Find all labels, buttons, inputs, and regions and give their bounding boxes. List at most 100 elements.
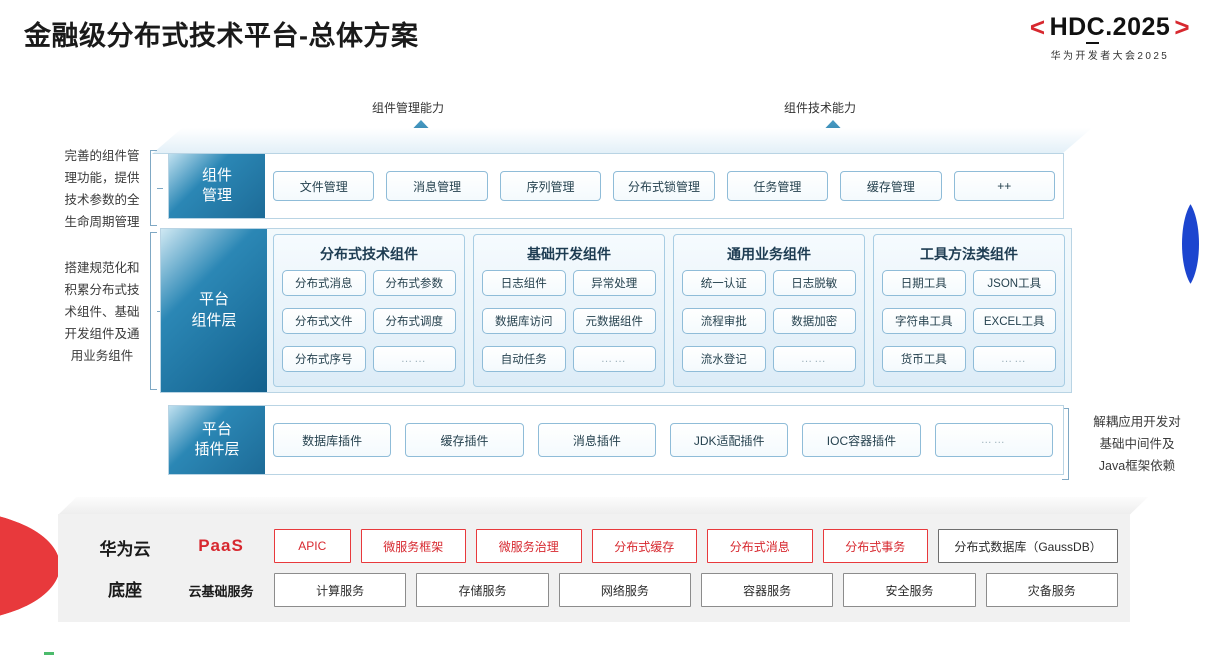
bracket-left-components bbox=[150, 232, 163, 390]
chip-distributed-lock-management[interactable]: 分布式锁管理 bbox=[613, 171, 715, 201]
chip-item[interactable]: 分布式序号 bbox=[282, 346, 366, 372]
chip-sequence-management[interactable]: 序列管理 bbox=[499, 171, 602, 201]
chip-item[interactable]: JSON工具 bbox=[972, 270, 1056, 296]
chip-message-management[interactable]: 消息管理 bbox=[386, 171, 488, 201]
red-wedge-decoration bbox=[0, 510, 60, 622]
chip-item[interactable]: 流程审批 bbox=[682, 308, 766, 334]
pchip-distributed-transaction[interactable]: 分布式事务 bbox=[822, 529, 929, 563]
side-label-line: 平台 bbox=[201, 420, 232, 438]
chip-item[interactable]: 分布式文件 bbox=[282, 308, 366, 334]
paas-brand-label: 华为云 底座 bbox=[72, 514, 178, 622]
bracket-left-management bbox=[150, 150, 163, 226]
chip-item[interactable]: 数据库访问 bbox=[482, 308, 566, 334]
logo-subtitle: 华为开发者大会2025 bbox=[1050, 51, 1170, 62]
group-items: 统一认证 日志脱敏 流程审批 数据加密 流水登记 …… bbox=[682, 270, 856, 379]
chip-item-more[interactable]: …… bbox=[572, 346, 656, 372]
group-distributed-tech: 分布式技术组件 分布式消息 分布式参数 分布式文件 分布式调度 分布式序号 …… bbox=[273, 234, 465, 387]
chip-task-management[interactable]: 任务管理 bbox=[726, 171, 829, 201]
pchip-security-service[interactable]: 安全服务 bbox=[843, 573, 976, 607]
annotation-line: Java框架依赖 bbox=[1098, 458, 1176, 473]
side-label-line: 插件层 bbox=[194, 441, 240, 458]
group-title: 工具方法类组件 bbox=[920, 246, 1018, 262]
chip-item-more[interactable]: …… bbox=[972, 346, 1056, 372]
side-label-platform-component-layer: 平台 组件层 bbox=[161, 229, 267, 392]
chip-file-management[interactable]: 文件管理 bbox=[273, 171, 375, 201]
chip-message-plugin[interactable]: 消息插件 bbox=[537, 423, 656, 457]
chip-list-plugin: 数据库插件 缓存插件 消息插件 JDK适配插件 IOC容器插件 …… bbox=[273, 406, 1053, 474]
logo-text: HDC.2025 bbox=[1049, 13, 1171, 44]
chip-item[interactable]: 分布式参数 bbox=[372, 270, 456, 296]
annotation-right-plugin: 解耦应用开发对 基础中间件及 Java框架依赖 bbox=[1072, 412, 1202, 478]
group-title: 基础开发组件 bbox=[527, 246, 611, 262]
paas-panel: 华为云 底座 PaaS APIC 微服务框架 微服务治理 分布式缓存 分布式消息… bbox=[58, 514, 1130, 622]
page-title: 金融级分布式技术平台-总体方案 bbox=[24, 21, 419, 51]
annotation-left-management: 完善的组件管 理功能，提供 技术参数的全 生命周期管理 bbox=[38, 146, 166, 234]
hdc-logo: < HDC.2025 > 华为开发者大会2025 bbox=[1030, 12, 1190, 62]
pchip-microservice-governance[interactable]: 微服务治理 bbox=[476, 529, 582, 563]
chip-item[interactable]: 日期工具 bbox=[882, 270, 966, 296]
logo-right-bracket-icon: > bbox=[1174, 12, 1190, 42]
paas-row-services: PaaS APIC 微服务框架 微服务治理 分布式缓存 分布式消息 分布式事务 … bbox=[178, 529, 1119, 563]
chip-cache-management[interactable]: 缓存管理 bbox=[840, 171, 942, 201]
pchip-distributed-database-gaussdb[interactable]: 分布式数据库（GaussDB） bbox=[938, 529, 1119, 563]
pchip-apic[interactable]: APIC bbox=[274, 529, 351, 563]
paas-row-label: 云基础服务 bbox=[188, 583, 254, 599]
chip-item[interactable]: 分布式消息 bbox=[282, 270, 366, 296]
annotation-line: 技术参数的全 bbox=[64, 192, 140, 207]
chip-item-more[interactable]: …… bbox=[372, 346, 456, 372]
group-title: 通用业务组件 bbox=[727, 246, 811, 262]
chip-item[interactable]: 字符串工具 bbox=[882, 308, 966, 334]
side-label-line: 平台 bbox=[198, 291, 229, 309]
row-platform-component-layer: 平台 组件层 分布式技术组件 分布式消息 分布式参数 分布式文件 分布式调度 分… bbox=[160, 228, 1072, 393]
logo-left-bracket-icon: < bbox=[1029, 12, 1046, 42]
chip-item[interactable]: 元数据组件 bbox=[572, 308, 656, 334]
chip-item-more[interactable]: …… bbox=[772, 346, 856, 372]
annotation-line: 搭建规范化和 bbox=[64, 261, 140, 275]
annotation-line: 理功能，提供 bbox=[64, 170, 140, 185]
pchip-disaster-recovery-service[interactable]: 灾备服务 bbox=[985, 573, 1118, 607]
chip-item[interactable]: EXCEL工具 bbox=[972, 308, 1056, 334]
chip-more-management[interactable]: ++ bbox=[953, 171, 1055, 201]
pchip-network-service[interactable]: 网络服务 bbox=[558, 573, 691, 607]
group-items: 分布式消息 分布式参数 分布式文件 分布式调度 分布式序号 …… bbox=[282, 270, 456, 379]
side-label-line: 组件层 bbox=[191, 311, 237, 329]
pchip-container-service[interactable]: 容器服务 bbox=[700, 573, 834, 607]
paas-panel-top-surface bbox=[58, 497, 1148, 515]
pchip-distributed-cache[interactable]: 分布式缓存 bbox=[591, 529, 698, 563]
paas-row-list: PaaS APIC 微服务框架 微服务治理 分布式缓存 分布式消息 分布式事务 … bbox=[178, 524, 1119, 612]
chip-more-plugin[interactable]: …… bbox=[934, 423, 1053, 457]
blue-leaf-decoration bbox=[1182, 198, 1199, 290]
chip-jdk-adapter-plugin[interactable]: JDK适配插件 bbox=[669, 423, 789, 457]
group-general-business: 通用业务组件 统一认证 日志脱敏 流程审批 数据加密 流水登记 …… bbox=[673, 234, 865, 387]
chip-item[interactable]: 分布式调度 bbox=[372, 308, 456, 334]
annotation-line: 术组件、基础 bbox=[64, 304, 140, 319]
chip-item[interactable]: 流水登记 bbox=[682, 346, 766, 372]
annotation-line: 用业务组件 bbox=[70, 348, 134, 363]
pchip-storage-service[interactable]: 存储服务 bbox=[416, 573, 549, 607]
green-dash-decoration bbox=[44, 652, 54, 655]
chip-item[interactable]: 日志脱敏 bbox=[772, 270, 856, 296]
chip-item[interactable]: 异常处理 bbox=[572, 270, 656, 296]
annotation-left-components: 搭建规范化和 积累分布式技 术组件、基础 开发组件及通 用业务组件 bbox=[38, 258, 166, 367]
annotation-line: 解耦应用开发对 bbox=[1093, 415, 1181, 429]
chip-item[interactable]: 日志组件 bbox=[482, 270, 566, 296]
chip-item[interactable]: 自动任务 bbox=[482, 346, 566, 372]
chip-item[interactable]: 货币工具 bbox=[882, 346, 966, 372]
chip-cache-plugin[interactable]: 缓存插件 bbox=[405, 423, 524, 457]
annotation-line: 开发组件及通 bbox=[64, 326, 140, 341]
chip-database-plugin[interactable]: 数据库插件 bbox=[273, 423, 392, 457]
group-basic-development: 基础开发组件 日志组件 异常处理 数据库访问 元数据组件 自动任务 …… bbox=[473, 234, 665, 387]
chip-item[interactable]: 统一认证 bbox=[682, 270, 766, 296]
pchip-compute-service[interactable]: 计算服务 bbox=[274, 573, 407, 607]
pchip-microservice-framework[interactable]: 微服务框架 bbox=[360, 529, 467, 563]
annotation-line: 积累分布式技 bbox=[64, 282, 140, 297]
arrow-label-technology: 组件技术能力 bbox=[784, 101, 857, 115]
diagram-top-surface bbox=[152, 128, 1092, 154]
group-items: 日志组件 异常处理 数据库访问 元数据组件 自动任务 …… bbox=[482, 270, 656, 379]
chip-item[interactable]: 数据加密 bbox=[772, 308, 856, 334]
annotation-line: 基础中间件及 bbox=[1099, 436, 1175, 451]
pchip-distributed-message[interactable]: 分布式消息 bbox=[707, 529, 813, 563]
group-items: 日期工具 JSON工具 字符串工具 EXCEL工具 货币工具 …… bbox=[882, 270, 1056, 379]
chip-ioc-container-plugin[interactable]: IOC容器插件 bbox=[802, 423, 921, 457]
